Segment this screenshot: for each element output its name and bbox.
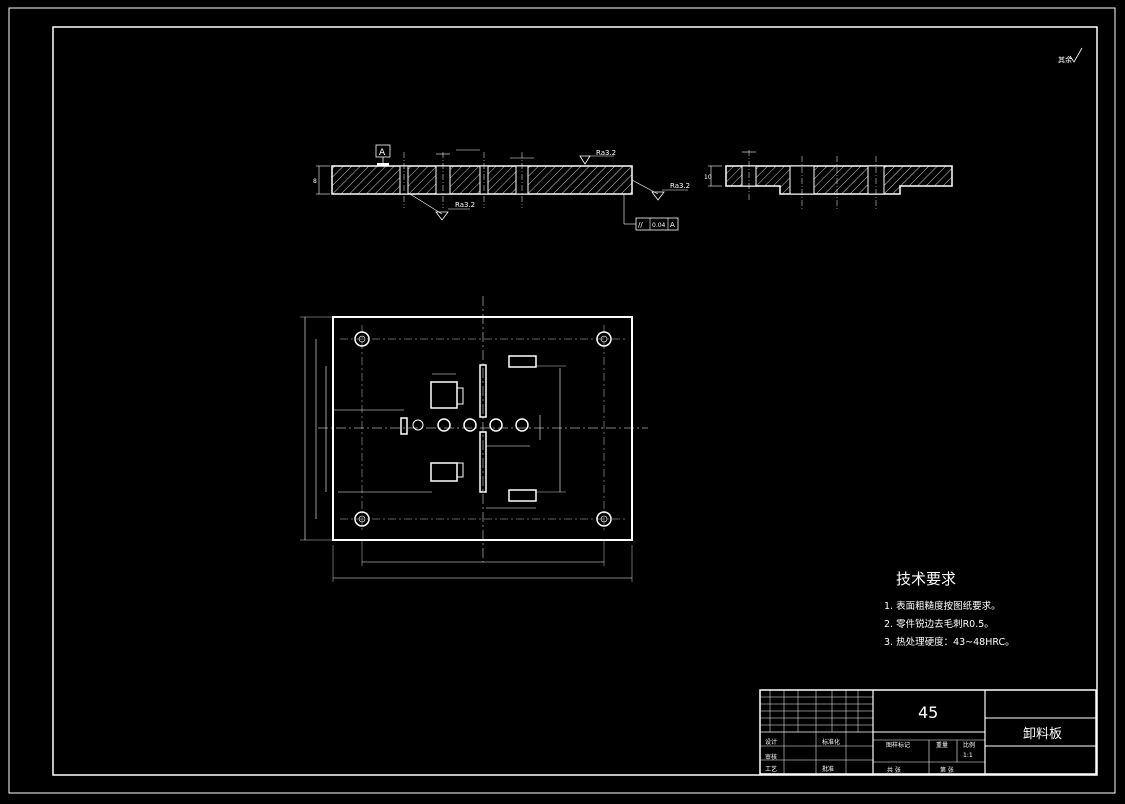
designer-label: 设计 <box>765 739 778 746</box>
pilot-hole <box>489 418 503 432</box>
pilot-hole <box>437 418 451 432</box>
punch-opening-bottom <box>430 462 458 482</box>
corner-hole <box>596 331 612 347</box>
pilot-hole <box>463 418 477 432</box>
approve-label: 批准 <box>822 766 835 773</box>
outer-border <box>8 7 1116 794</box>
title-block <box>759 689 1097 775</box>
tech-req-item-3: 3. 热处理硬度：43~48HRC。 <box>884 637 1015 648</box>
sheet-number: 第 张 <box>940 767 954 774</box>
long-slot-top <box>479 364 487 418</box>
roughness-bottom-icon <box>435 211 449 221</box>
long-slot-bottom <box>479 431 487 493</box>
tech-req-item-1: 1. 表面粗糙度按图纸要求。 <box>884 601 1001 612</box>
drawing-mark-label: 图样标记 <box>886 742 911 749</box>
slot-bottom <box>508 489 537 502</box>
weight-label: 重量 <box>936 742 949 749</box>
corner-hole <box>354 511 370 527</box>
part-name: 卸料板 <box>1023 727 1063 742</box>
surface-finish-note: 其余 <box>1058 47 1083 64</box>
plan-view <box>300 296 648 582</box>
pilot-hole <box>515 418 529 432</box>
surface-finish-label: 其余 <box>1058 55 1072 64</box>
sheet-count: 共 张 <box>887 767 901 774</box>
tolerance-datum: A <box>670 221 675 229</box>
tech-req-title: 技术要求 <box>896 570 957 588</box>
checker-label: 审核 <box>765 754 778 761</box>
roughness-bottom-label: Ra3.2 <box>455 201 475 209</box>
material-value: 45 <box>918 703 939 722</box>
thickness-dim: 8 <box>313 178 317 185</box>
section-view-right: 10 <box>704 150 953 210</box>
roughness-right-icon <box>651 191 665 201</box>
slot-top <box>508 355 537 368</box>
roughness-symbol-icon <box>1069 47 1083 63</box>
corner-hole <box>596 511 612 527</box>
standard-label: 标准化 <box>822 739 841 746</box>
section-view-left: 8 A Ra3.2 Ra3.2 Ra3.2 // 0.04 A <box>313 144 690 231</box>
tolerance-frame <box>635 217 679 231</box>
punch-opening-top <box>430 381 458 409</box>
corner-hole <box>354 331 370 347</box>
datum-label: A <box>379 148 386 158</box>
tolerance-symbol: // <box>638 221 643 229</box>
tolerance-value: 0.04 <box>652 222 666 229</box>
plate-outline <box>332 316 633 541</box>
scale-value: 1:1 <box>963 752 973 759</box>
pilot-hole-small <box>412 419 424 431</box>
section-body-stepped <box>725 165 953 195</box>
step-dim: 10 <box>704 174 712 181</box>
roughness-top-label: Ra3.2 <box>596 149 616 157</box>
roughness-top-icon <box>579 155 591 165</box>
inner-border <box>52 26 1098 776</box>
tech-req-item-2: 2. 零件锐边去毛刺R0.5。 <box>884 619 994 630</box>
scale-label: 比例 <box>963 742 976 749</box>
process-label: 工艺 <box>765 766 778 773</box>
roughness-right-label: Ra3.2 <box>670 182 690 190</box>
